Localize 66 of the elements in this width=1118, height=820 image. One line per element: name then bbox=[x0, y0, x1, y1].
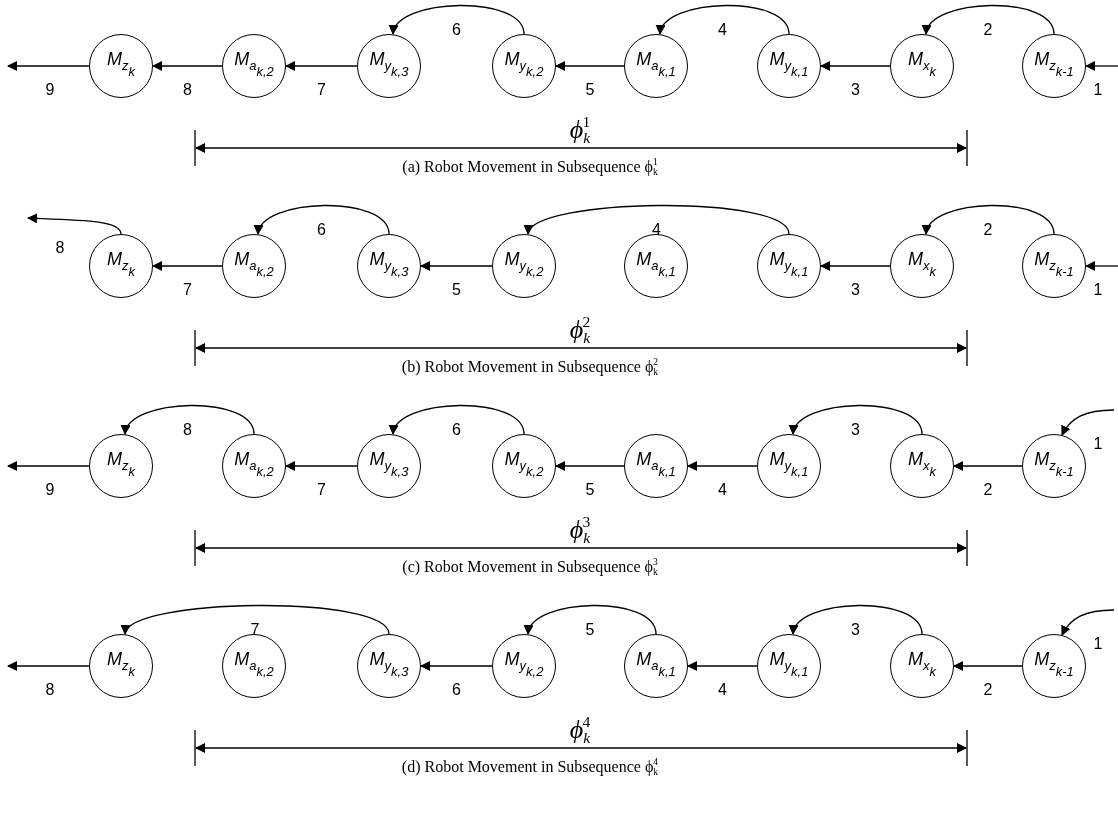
edge-label: 3 bbox=[851, 422, 860, 438]
edge-label: 7 bbox=[183, 282, 192, 298]
arrow bbox=[820, 261, 891, 271]
edge-label: 2 bbox=[983, 482, 993, 498]
edge-label: 5 bbox=[585, 482, 595, 498]
arrow bbox=[152, 261, 223, 271]
edge-label: 8 bbox=[55, 240, 65, 256]
arrow bbox=[1061, 409, 1115, 436]
edge-label: 2 bbox=[983, 222, 993, 238]
edge-label: 7 bbox=[250, 622, 260, 638]
edge-label: 4 bbox=[652, 222, 661, 238]
edge-label: 6 bbox=[452, 682, 461, 698]
arrow bbox=[791, 604, 923, 635]
arrow bbox=[555, 61, 625, 71]
arrow bbox=[285, 461, 358, 471]
edge-label: 6 bbox=[452, 422, 461, 438]
edge-label: 2 bbox=[983, 682, 993, 698]
edge-label: 9 bbox=[45, 82, 55, 98]
arrow bbox=[27, 213, 122, 235]
edge-label: 4 bbox=[718, 682, 727, 698]
edge-label: 5 bbox=[452, 282, 461, 298]
arrow bbox=[7, 61, 90, 71]
arrow bbox=[7, 461, 90, 471]
arrow bbox=[953, 461, 1023, 471]
arrow bbox=[1085, 61, 1118, 71]
arrow bbox=[1061, 609, 1115, 636]
arrow bbox=[285, 61, 358, 71]
edge-label: 5 bbox=[585, 622, 595, 638]
edge-label: 6 bbox=[452, 22, 461, 38]
edge-label: 4 bbox=[718, 482, 727, 498]
edge-label: 3 bbox=[851, 282, 860, 298]
edge-label: 8 bbox=[183, 82, 192, 98]
edge-label: 3 bbox=[851, 622, 860, 638]
edge-label: 5 bbox=[585, 82, 595, 98]
arrow bbox=[420, 661, 493, 671]
arrow bbox=[256, 204, 390, 235]
arrow bbox=[924, 204, 1055, 235]
edge-label: 1 bbox=[1093, 82, 1103, 98]
edge-label: 1 bbox=[1093, 282, 1103, 298]
edge-label: 1 bbox=[1093, 436, 1103, 452]
edge-label: 8 bbox=[183, 422, 192, 438]
arrow bbox=[791, 404, 923, 435]
arrow bbox=[123, 404, 255, 435]
arrow bbox=[391, 4, 525, 35]
edge-label: 8 bbox=[45, 682, 55, 698]
arrow bbox=[555, 461, 625, 471]
arrow bbox=[420, 261, 493, 271]
edge-label: 3 bbox=[851, 82, 860, 98]
edge-label: 9 bbox=[45, 482, 55, 498]
edge-label: 4 bbox=[718, 22, 727, 38]
edge-label: 6 bbox=[317, 222, 326, 238]
edge-label: 7 bbox=[317, 482, 326, 498]
arrow bbox=[687, 461, 758, 471]
arrow bbox=[1085, 261, 1118, 271]
arrow bbox=[526, 604, 657, 635]
arrow bbox=[152, 61, 223, 71]
edge-label: 2 bbox=[983, 22, 993, 38]
arrow bbox=[953, 661, 1023, 671]
arrow bbox=[658, 4, 790, 35]
arrow bbox=[820, 61, 891, 71]
arrow bbox=[687, 661, 758, 671]
arrow bbox=[924, 4, 1055, 35]
arrow bbox=[7, 661, 90, 671]
arrow bbox=[391, 404, 525, 435]
edge-label: 7 bbox=[317, 82, 326, 98]
edge-label: 1 bbox=[1093, 636, 1103, 652]
